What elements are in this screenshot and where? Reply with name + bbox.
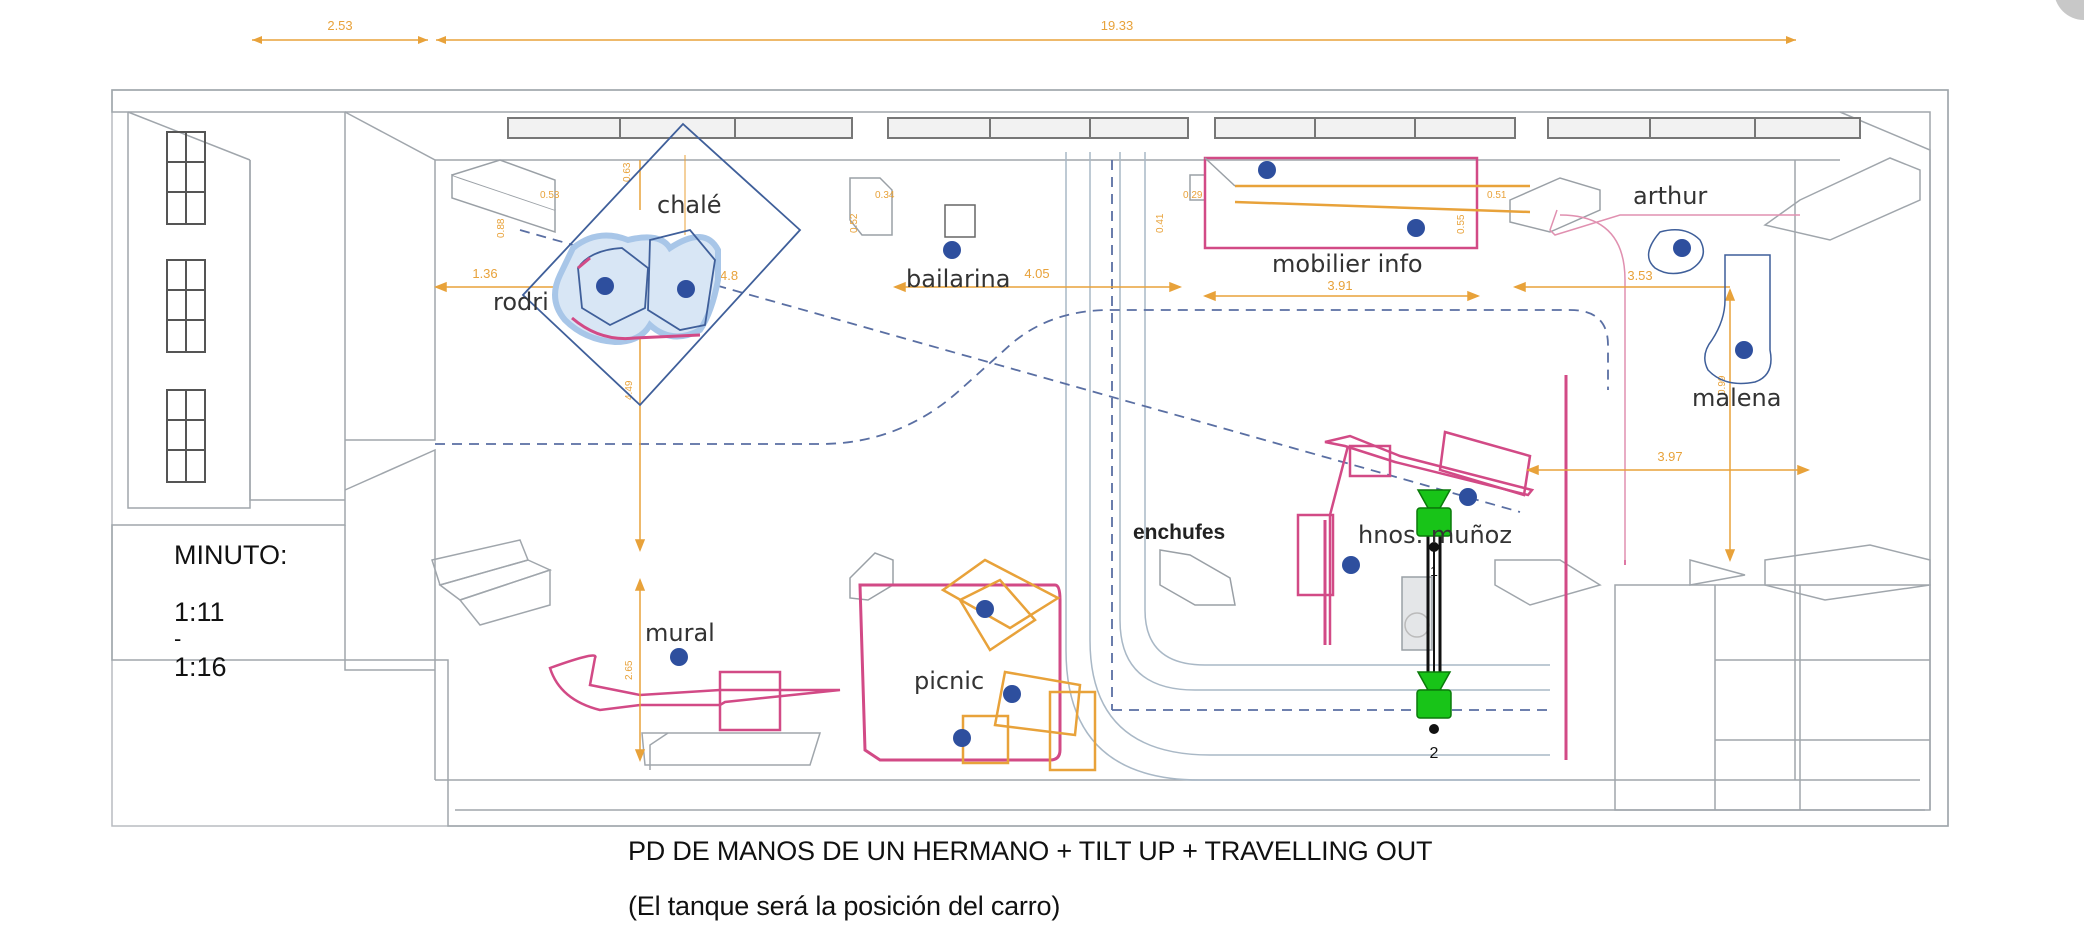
- dim-2-65: 2.65: [624, 660, 635, 680]
- dim-0-63: 0.63: [622, 162, 633, 182]
- skylights: [507, 117, 1861, 139]
- plan-dimensions: [433, 155, 1811, 763]
- dim-0-53: 0.53: [540, 190, 560, 201]
- arthur-malena-area: [1647, 229, 1772, 385]
- label-rodri: rodri: [493, 288, 549, 316]
- label-arthur: arthur: [1633, 182, 1707, 210]
- dim-0-88: 0.88: [496, 218, 507, 238]
- label-mobilier-info: mobilier info: [1272, 250, 1423, 278]
- label-malena: malena: [1692, 384, 1781, 412]
- marker-mobilier-2: [1407, 219, 1425, 237]
- camera-2-label: 2: [1430, 745, 1439, 762]
- dim-0-29: 0.29: [1183, 190, 1203, 201]
- dim-4-05: 4.05: [1024, 266, 1049, 281]
- minute-separator: -: [174, 626, 182, 651]
- marker-chale: [677, 280, 695, 298]
- top-dimensions: [252, 36, 1796, 44]
- furniture-boxes: [451, 159, 1601, 651]
- dim-top-main: 19.33: [1101, 18, 1134, 33]
- dim-3-91: 3.91: [1327, 278, 1352, 293]
- dim-1-36: 1.36: [472, 266, 497, 281]
- left-desks: [431, 539, 822, 770]
- marker-picnic-3: [953, 729, 971, 747]
- person-markers: [596, 161, 1753, 747]
- camera-1-icon: [1416, 489, 1452, 552]
- dim-4-49: 4.49: [624, 380, 635, 400]
- dim-4-8: 4.8: [720, 268, 738, 283]
- dim-0-51: 0.51: [1487, 190, 1507, 201]
- dim-0-52: 0.52: [849, 213, 860, 233]
- label-picnic: picnic: [914, 667, 984, 695]
- marker-picnic-2: [1003, 685, 1021, 703]
- dim-0-99: 0.99: [1717, 375, 1728, 395]
- marker-malena: [1735, 341, 1753, 359]
- pink-walls: [548, 156, 1800, 762]
- label-hnos-munoz: hnos. muñoz: [1358, 521, 1512, 549]
- minute-start: 1:11: [174, 597, 225, 627]
- caption-shot-description: PD DE MANOS DE UN HERMANO + TILT UP + TR…: [628, 836, 1433, 866]
- label-enchufes: enchufes: [1133, 521, 1225, 544]
- minute-end: 1:16: [174, 652, 227, 682]
- minute-label: MINUTO:: [174, 540, 288, 570]
- marker-rodri: [596, 277, 614, 295]
- caption-note: (El tanque será la posición del carro): [628, 891, 1061, 921]
- camera-1-label: 1: [1430, 563, 1438, 579]
- chale-area: [521, 122, 802, 407]
- marker-bailarina: [943, 241, 961, 259]
- marker-hnos-2: [1342, 556, 1360, 574]
- dim-3-97: 3.97: [1657, 449, 1682, 464]
- camera-track: [1426, 520, 1442, 690]
- walkway-lines: [1065, 152, 1550, 781]
- dim-0-55: 0.55: [1456, 214, 1467, 234]
- label-bailarina: bailarina: [906, 265, 1010, 293]
- right-cabinets: [1494, 157, 1931, 811]
- camera-2-icon: [1416, 671, 1452, 734]
- label-chale: chalé: [657, 191, 722, 219]
- marker-arthur: [1673, 239, 1691, 257]
- marker-hnos-1: [1459, 488, 1477, 506]
- marker-mural: [670, 648, 688, 666]
- marker-picnic-1: [976, 600, 994, 618]
- dim-0-34: 0.34: [875, 190, 895, 201]
- marker-mobilier-1: [1258, 161, 1276, 179]
- dim-0-41: 0.41: [1155, 213, 1166, 233]
- dim-top-left: 2.53: [327, 18, 352, 33]
- dim-3-53: 3.53: [1627, 268, 1652, 283]
- left-windows: [166, 131, 206, 483]
- label-mural: mural: [645, 619, 715, 647]
